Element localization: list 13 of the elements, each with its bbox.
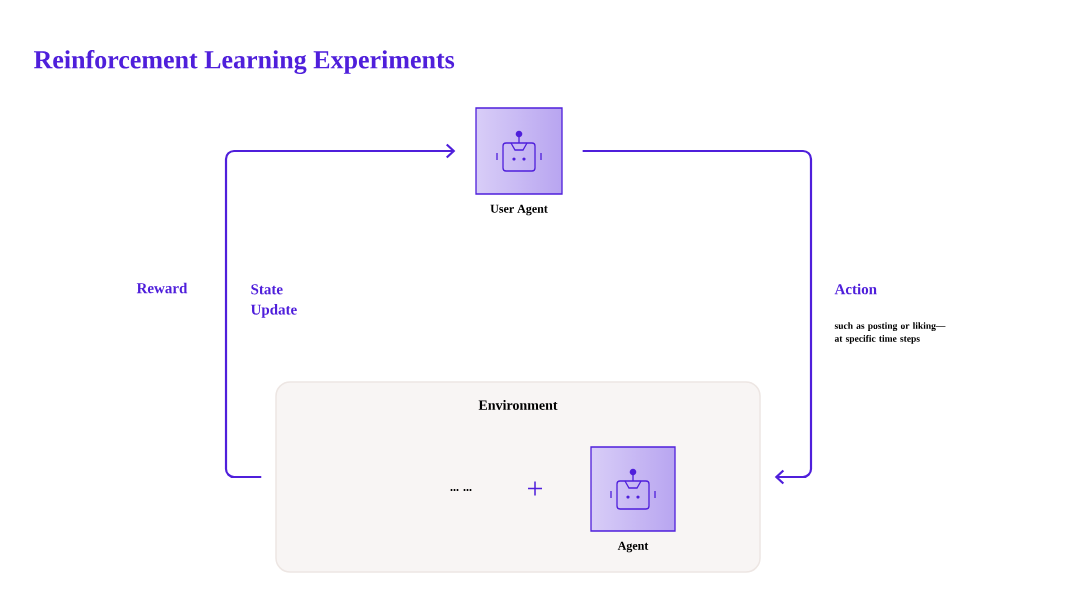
arrow — [224, 143, 456, 479]
robot-box — [590, 446, 676, 532]
node-caption: Agent — [617, 541, 649, 553]
robot-box — [475, 107, 563, 195]
arrow — [582, 149, 813, 485]
loop-label: Reward — [136, 282, 188, 294]
ellipsis-text: ... ... — [450, 489, 472, 491]
title: Reinforcement Learning Experiments — [34, 50, 455, 74]
loop-label: Action — [834, 283, 877, 295]
plus-sign: + — [528, 481, 542, 496]
loop-label: State Update — [250, 284, 297, 318]
node-caption: User Agent — [490, 204, 548, 216]
note-text: such as posting or liking—at specific time steps — [834, 322, 946, 344]
